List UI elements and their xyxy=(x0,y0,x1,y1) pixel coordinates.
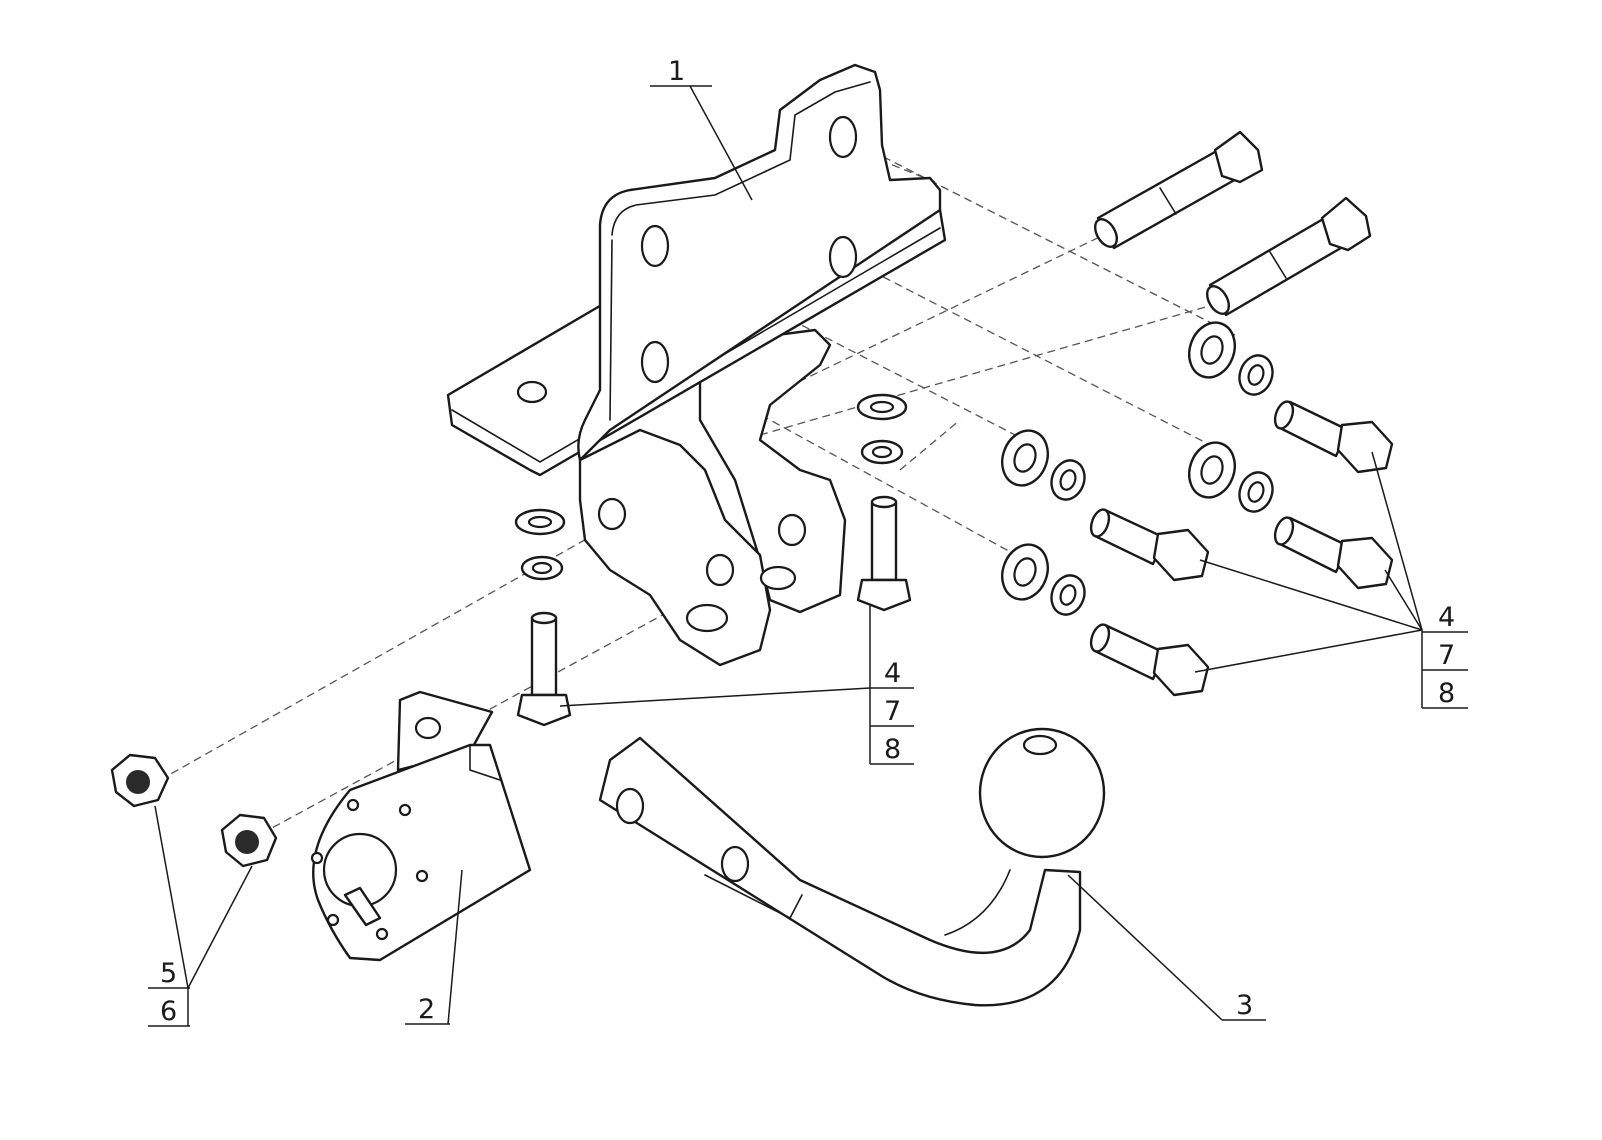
frame-front-bracket xyxy=(578,428,772,667)
short-bolt-4 xyxy=(1089,623,1210,697)
label-center-7: 7 xyxy=(884,696,901,727)
left-bolt-assembly xyxy=(514,508,572,727)
label-part-1: 1 xyxy=(668,56,685,87)
label-part-3: 3 xyxy=(1236,990,1253,1021)
washer-set-right xyxy=(1001,321,1274,616)
center-bolt-assembly xyxy=(856,393,912,612)
label-nut-5: 5 xyxy=(160,958,177,989)
part-labels: 1 4 7 8 4 7 8 5 6 2 3 xyxy=(160,56,1455,1027)
short-bolt-3 xyxy=(1089,508,1210,582)
long-bolt-2 xyxy=(1205,196,1372,317)
tow-frame xyxy=(446,63,947,667)
frame-rear-bracket xyxy=(698,328,847,614)
label-right-7: 7 xyxy=(1438,640,1455,671)
label-center-8: 8 xyxy=(884,734,901,765)
lock-nut-2 xyxy=(220,813,278,868)
label-part-2: 2 xyxy=(418,994,435,1025)
label-nut-6: 6 xyxy=(160,996,177,1027)
label-right-4: 4 xyxy=(1438,602,1455,633)
socket-plate xyxy=(310,690,532,962)
short-bolt-2 xyxy=(1273,516,1394,590)
short-bolt-1 xyxy=(1273,400,1394,474)
tow-ball xyxy=(598,727,1106,1007)
leader-lines xyxy=(148,85,1468,1027)
label-right-8: 8 xyxy=(1438,678,1455,709)
long-bolt-1 xyxy=(1093,130,1264,250)
label-center-4: 4 xyxy=(884,658,901,689)
lock-nut-1 xyxy=(110,753,170,808)
